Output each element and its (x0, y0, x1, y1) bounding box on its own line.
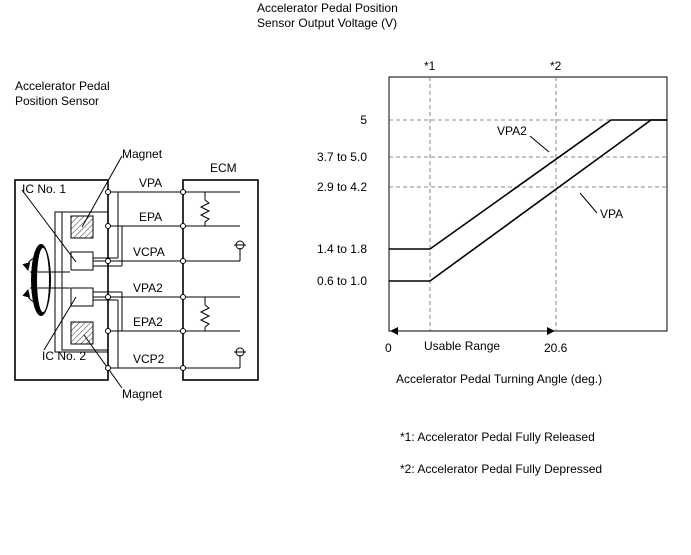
ic1-element (70, 251, 94, 271)
graph-ylabel-line1: Accelerator Pedal Position (257, 1, 398, 15)
xtick-206: 20.6 (544, 341, 568, 355)
ecm-box (182, 179, 259, 381)
graph-frame (388, 76, 668, 332)
usable-range-label: Usable Range (424, 339, 500, 353)
ytick-29: 2.9 to 4.2 (317, 180, 367, 194)
ytick-06: 0.6 to 1.0 (317, 274, 367, 288)
ic2-leader (43, 296, 77, 351)
sensor-title-line2: Position Sensor (15, 94, 99, 108)
rotation-icon (22, 244, 70, 316)
wire-label-epa: EPA (139, 210, 162, 224)
series-vpa-label: VPA (600, 207, 623, 221)
series-vpa2-leader (529, 135, 550, 153)
wire-label-epa2: EPA2 (133, 315, 163, 329)
series-vpa2-line (389, 119, 667, 250)
series-vpa-line (389, 119, 667, 282)
wire-label-vcp2: VCP2 (133, 352, 165, 366)
ic-rack-inner (61, 211, 109, 351)
ytick-5: 5 (360, 113, 367, 127)
ytick-37: 3.7 to 5.0 (317, 150, 367, 164)
wire-label-vpa2: VPA2 (133, 281, 163, 295)
marker2-label: *2 (550, 59, 562, 73)
ic1-leader (21, 189, 77, 263)
ic2-element (70, 287, 94, 307)
sensor-title-line1: Accelerator Pedal (15, 79, 110, 93)
magnet-top-label: Magnet (122, 147, 163, 161)
ytick-14: 1.4 to 1.8 (317, 242, 367, 256)
magnet-bottom-label: Magnet (122, 387, 163, 401)
magnet-bottom-leader (83, 334, 123, 389)
marker1-label: *1 (424, 59, 436, 73)
ic1-label: IC No. 1 (22, 182, 66, 196)
ic2-label: IC No. 2 (42, 349, 86, 363)
magnet-lower (70, 321, 94, 345)
note-2: *2: Accelerator Pedal Fully Depressed (400, 462, 602, 476)
wire-label-vpa: VPA (139, 176, 162, 190)
graph-ylabel-line2: Sensor Output Voltage (V) (257, 16, 397, 30)
note-1: *1: Accelerator Pedal Fully Released (400, 430, 595, 444)
ecm-label: ECM (210, 161, 237, 175)
graph-xlabel: Accelerator Pedal Turning Angle (deg.) (396, 372, 602, 386)
series-vpa-leader (579, 192, 598, 214)
wire-label-vcpa: VCPA (133, 245, 165, 259)
xtick-0: 0 (385, 341, 392, 355)
series-vpa2-label: VPA2 (497, 124, 527, 138)
magnet-top-leader (81, 155, 123, 228)
wiring (93, 189, 246, 371)
